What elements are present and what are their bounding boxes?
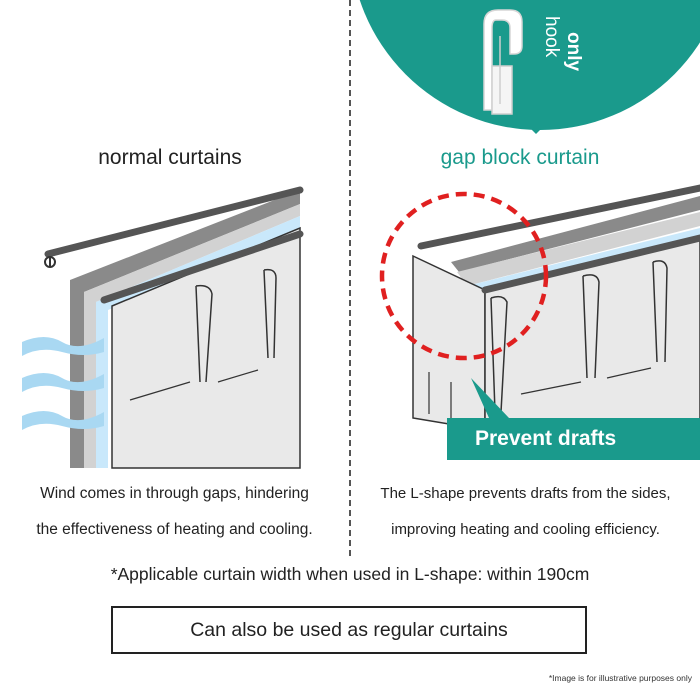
window-frame-inner — [84, 204, 300, 468]
callout-pointer — [471, 378, 509, 418]
curtain-fold — [263, 268, 277, 359]
gap-block-curtain-illustration — [379, 184, 700, 443]
wind-icon — [22, 337, 104, 356]
back-curtain-rod — [417, 184, 700, 250]
window-frame — [70, 190, 300, 468]
caption-line: Wind comes in through gaps, hindering — [40, 485, 309, 502]
illustrative-disclaimer: *Image is for illustrative purposes only — [548, 673, 692, 683]
prevent-drafts-callout: Prevent drafts — [447, 418, 700, 460]
hook-label: hook — [541, 16, 562, 58]
caption-line: the effectiveness of heating and cooling… — [36, 521, 313, 538]
caption-line: The L-shape prevents drafts from the sid… — [380, 485, 671, 502]
curtain-fold — [652, 260, 668, 363]
curtain-fold — [195, 284, 213, 383]
window-frame — [451, 196, 700, 272]
normal-curtains-title: normal curtains — [98, 146, 242, 169]
curtain-hook-icon — [483, 9, 523, 115]
front-curtain-rod — [100, 230, 304, 304]
center-divider — [349, 0, 351, 556]
caption-line: improving heating and cooling efficiency… — [391, 521, 660, 538]
wind-icon — [22, 373, 104, 392]
gap-block-curtain-title: gap block curtain — [440, 146, 600, 169]
back-curtain-rod — [44, 186, 304, 258]
normal-curtain-caption: Wind comes in through gaps, hindering th… — [0, 476, 349, 548]
gap-block-caption: The L-shape prevents drafts from the sid… — [351, 476, 700, 548]
badge-pointer — [520, 118, 552, 134]
width-note: *Applicable curtain width when used in L… — [110, 564, 590, 584]
hook-only-label: hook only — [541, 16, 584, 71]
curtain-fold — [582, 274, 600, 379]
normal-curtain-illustration — [22, 186, 304, 469]
regular-use-text: Can also be used as regular curtains — [190, 618, 508, 641]
only-label: only — [563, 32, 584, 71]
front-curtain-rod — [481, 234, 700, 294]
regular-use-box: Can also be used as regular curtains — [111, 606, 587, 654]
gap-highlight-circle — [379, 191, 549, 361]
wind-icon — [22, 411, 104, 430]
